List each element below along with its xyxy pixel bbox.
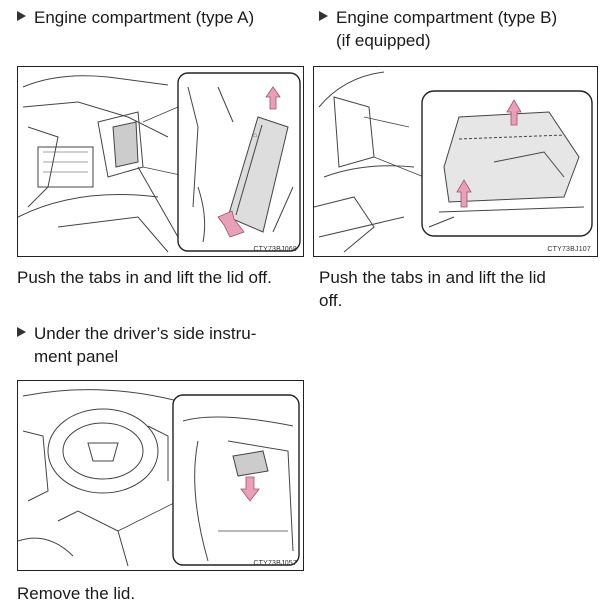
figure-code: CTY73BJ068 xyxy=(253,246,297,253)
heading-text: Engine compartment (type A) xyxy=(34,8,255,27)
figure-code: CTY73BJ107 xyxy=(547,246,591,253)
heading-text: Engine compartment (type B) xyxy=(336,8,558,27)
engine-b-illustration xyxy=(314,71,593,253)
heading-text-line2: ment panel xyxy=(34,347,119,366)
figure-instrument-panel: CTY73BJ057 xyxy=(17,380,304,571)
heading-text-line2: (if equipped) xyxy=(336,31,431,50)
heading-instrument-panel: Under the driver’s side instru- ment pan… xyxy=(17,322,256,368)
svg-text:⌂: ⌂ xyxy=(253,132,257,139)
engine-a-illustration: ⌂ xyxy=(18,72,301,253)
push-arrow-icon xyxy=(217,210,245,238)
caption-line: off. xyxy=(319,291,343,310)
heading-text: Under the driver’s side instru- xyxy=(34,324,257,343)
figure-code: CTY73BJ057 xyxy=(253,560,297,567)
triangle-bullet-icon xyxy=(17,11,26,21)
caption-engine-type-b: Push the tabs in and lift the lid off. xyxy=(319,266,604,312)
figure-engine-type-a: ⌂ CTY73BJ068 xyxy=(17,66,304,257)
push-arrow-icon xyxy=(456,179,472,208)
instrument-panel-illustration xyxy=(18,389,300,567)
caption-line: Push the tabs in and lift the lid xyxy=(319,268,546,287)
up-arrow-icon xyxy=(265,86,281,110)
down-arrow-icon xyxy=(240,476,260,502)
heading-engine-type-a: Engine compartment (type A) xyxy=(17,6,254,29)
triangle-bullet-icon xyxy=(319,11,328,21)
caption-instrument-panel: Remove the lid. xyxy=(17,584,136,603)
triangle-bullet-icon xyxy=(17,327,26,337)
caption-engine-type-a: Push the tabs in and lift the lid off. xyxy=(17,268,272,287)
figure-engine-type-b: CTY73BJ107 xyxy=(313,66,598,257)
heading-engine-type-b: Engine compartment (type B) (if equipped… xyxy=(319,6,557,52)
up-arrow-icon xyxy=(506,99,522,126)
